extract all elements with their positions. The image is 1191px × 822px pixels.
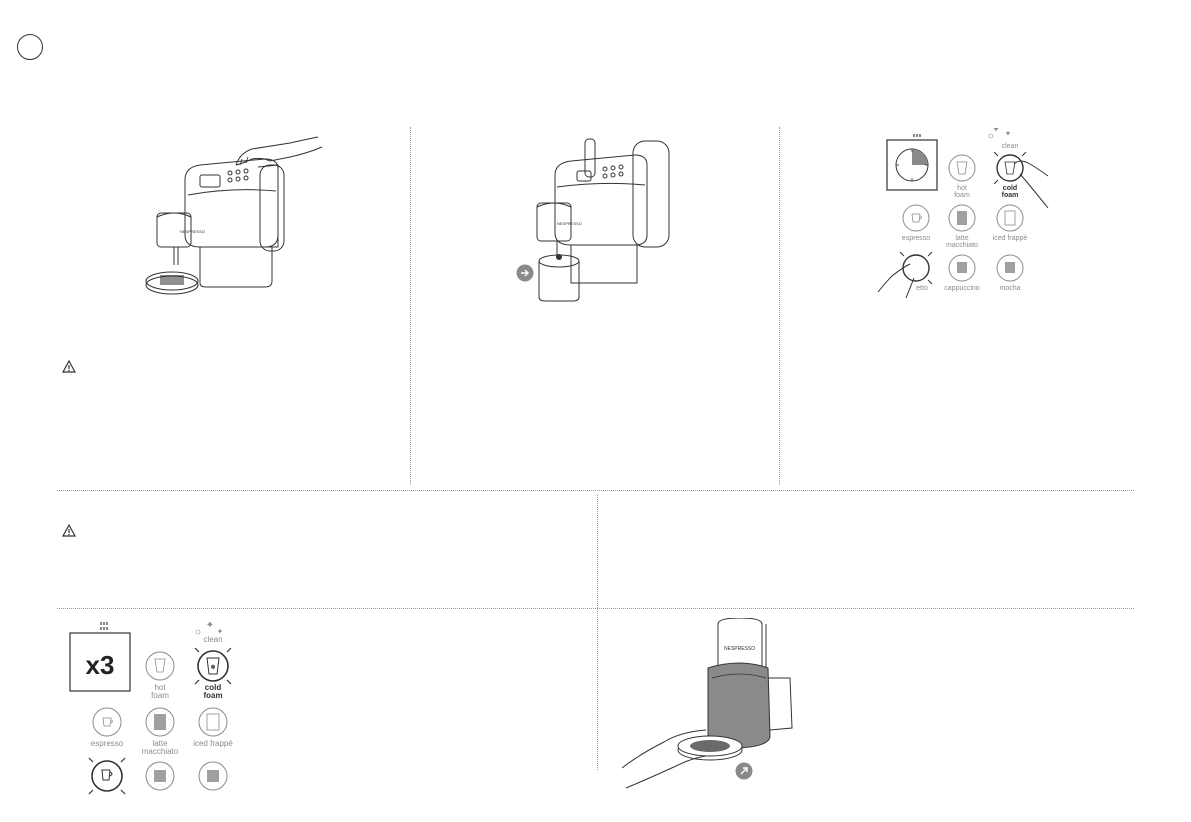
svg-text:NESPRESSO: NESPRESSO <box>724 646 755 652</box>
divider-v1 <box>410 127 411 485</box>
svg-text:cappuccino: cappuccino <box>944 285 980 292</box>
step-number-circle <box>17 34 43 60</box>
svg-text:cold: cold <box>205 683 222 692</box>
svg-text:foam: foam <box>954 192 970 199</box>
svg-text:foam: foam <box>1002 192 1019 199</box>
svg-text:mocha: mocha <box>999 285 1020 292</box>
svg-text:hot: hot <box>957 185 967 192</box>
counter-x3: x3 <box>86 650 115 680</box>
divider-h2 <box>57 608 1134 609</box>
machine-jug-illustration: NESPRESSO <box>536 138 670 302</box>
svg-text:✦: ✦ <box>992 128 1000 134</box>
svg-text:macchiato: macchiato <box>946 242 978 249</box>
svg-text:espresso: espresso <box>902 235 931 242</box>
arrow-right-icon <box>516 264 534 282</box>
svg-text:✦: ✦ <box>217 627 224 636</box>
svg-text:✦: ✦ <box>206 620 214 631</box>
warning-icon <box>62 524 76 537</box>
svg-text:macchiato: macchiato <box>142 747 179 756</box>
svg-text:NESPRESSO: NESPRESSO <box>557 221 582 226</box>
svg-text:espresso: espresso <box>91 739 124 748</box>
divider-h1 <box>57 490 1134 491</box>
divider-v3 <box>597 495 598 770</box>
machine-hand-illustration: NESPRESSO <box>145 136 323 295</box>
svg-text:foam: foam <box>203 691 222 700</box>
svg-text:latte: latte <box>955 235 968 242</box>
warning-icon <box>62 360 76 373</box>
svg-text:❄: ❄ <box>210 664 215 671</box>
label-clean-4: clean <box>203 635 222 644</box>
svg-text:iced frappé: iced frappé <box>193 739 233 748</box>
svg-text:iced frappé: iced frappé <box>993 235 1028 242</box>
svg-text:NESPRESSO: NESPRESSO <box>180 229 205 234</box>
arrow-diagonal-icon <box>735 762 753 780</box>
divider-v2 <box>779 127 780 485</box>
svg-text:✦: ✦ <box>1005 129 1012 138</box>
label-clean-3: clean <box>1002 143 1019 150</box>
svg-text:cold: cold <box>1003 185 1017 192</box>
drip-tray-illustration: NESPRESSO <box>621 618 793 789</box>
svg-text:latte: latte <box>152 739 168 748</box>
label-ristretto: etto <box>916 285 928 292</box>
svg-text:foam: foam <box>151 691 169 700</box>
svg-text:hot: hot <box>154 683 166 692</box>
